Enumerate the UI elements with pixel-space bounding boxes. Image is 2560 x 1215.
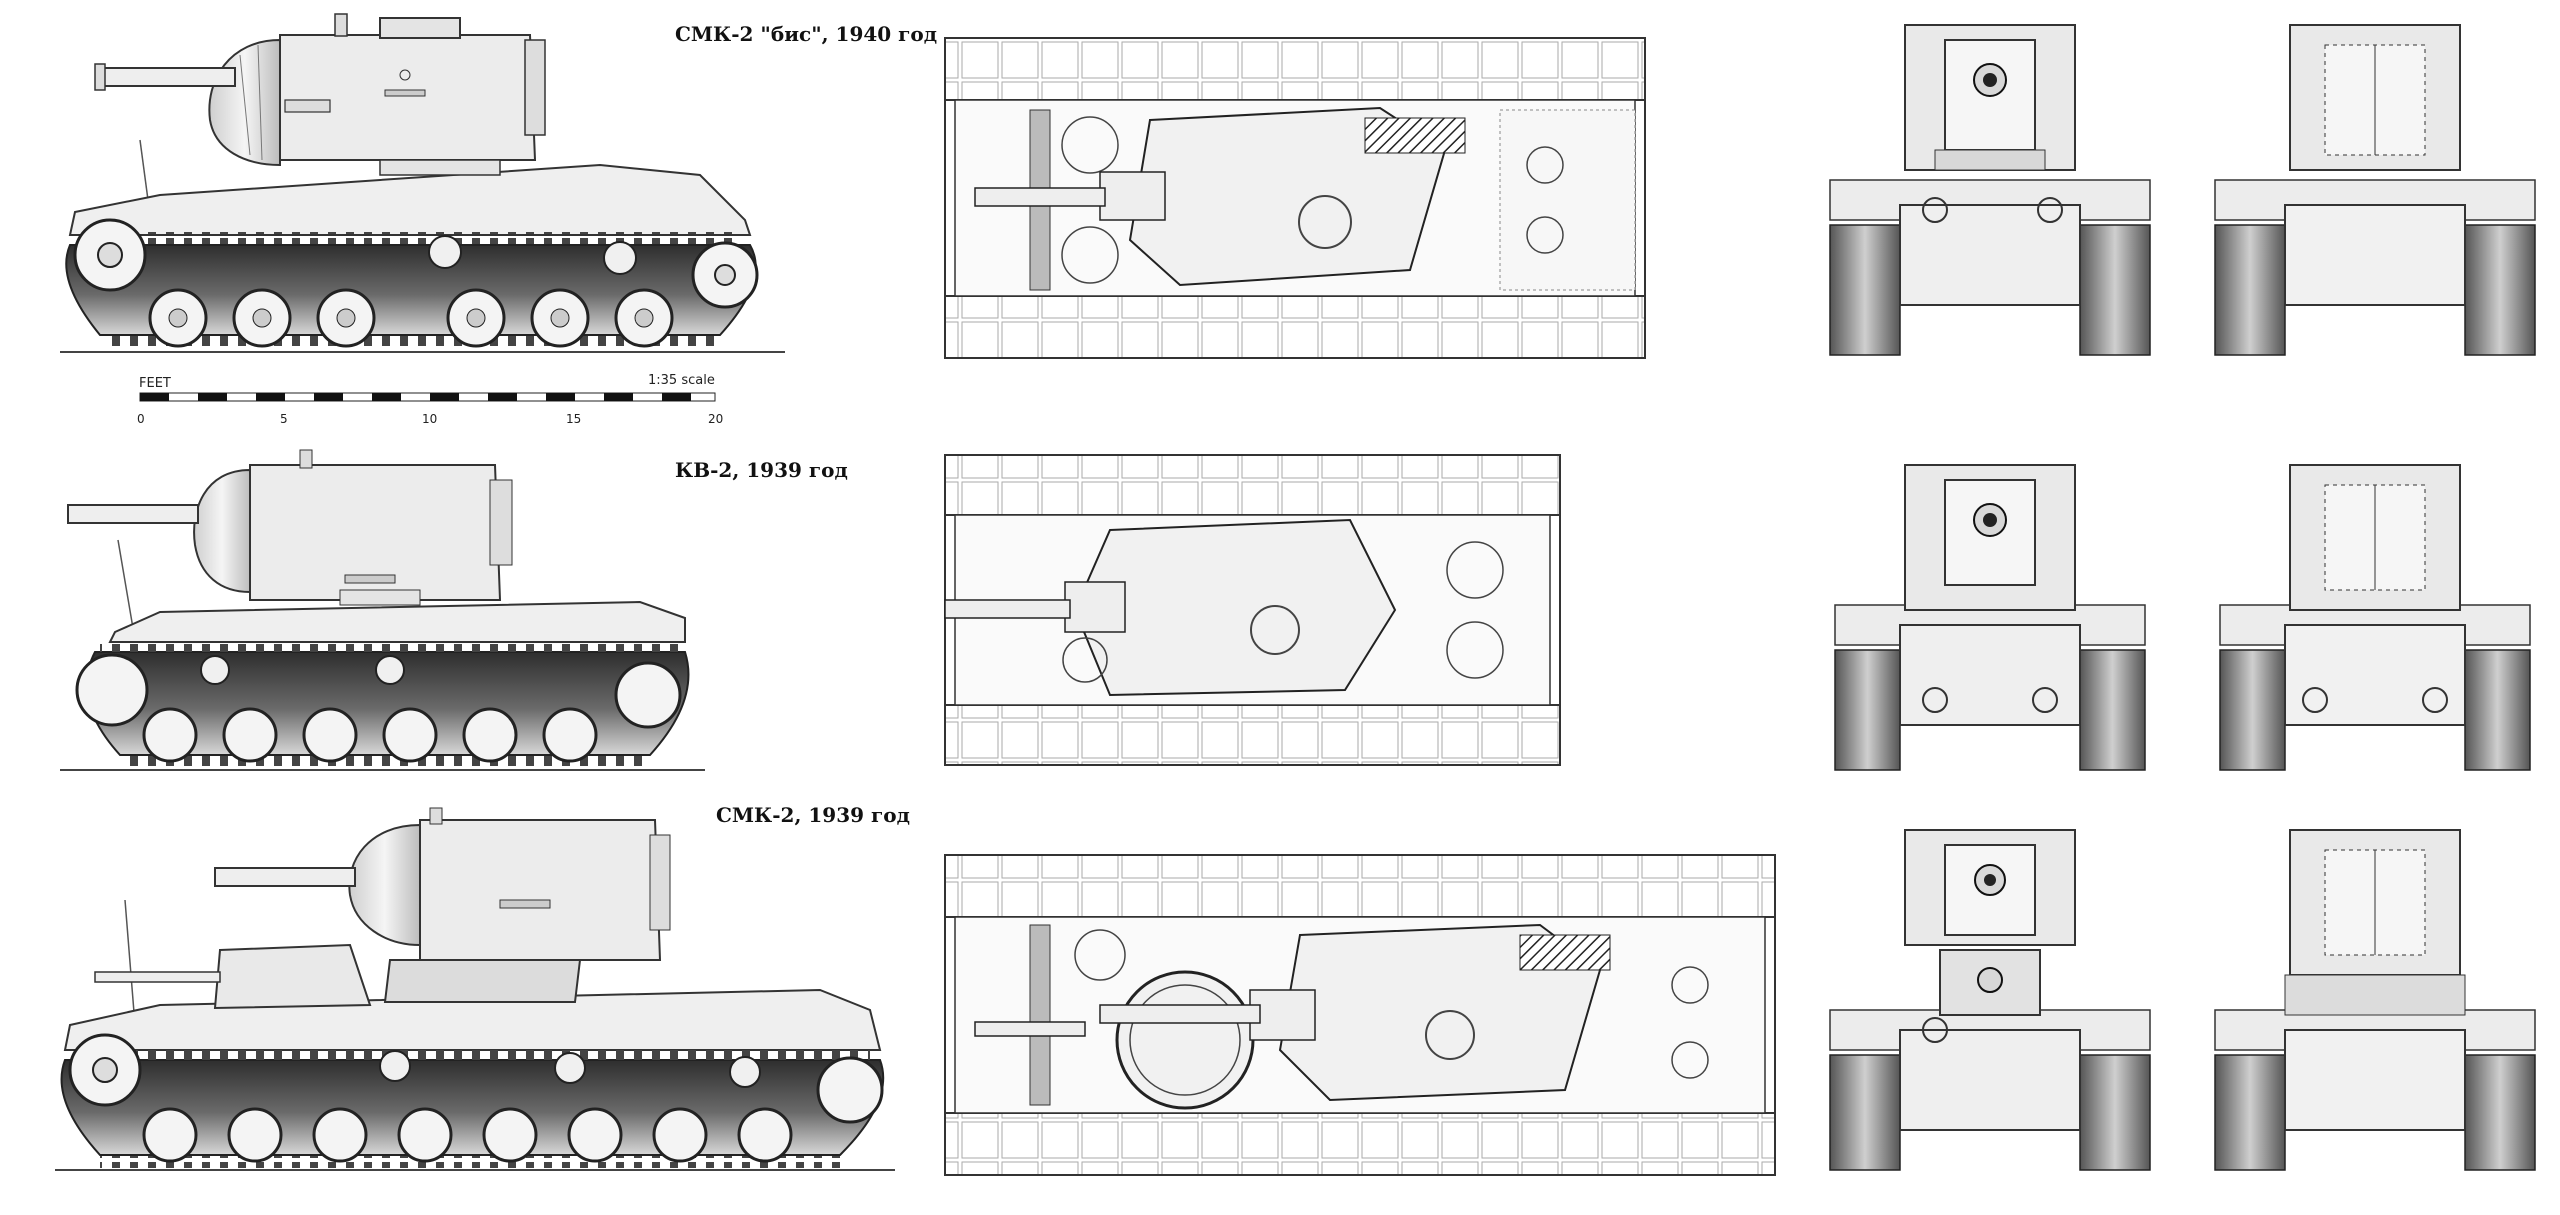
road-wheels — [142, 707, 598, 763]
front-view-smk2 — [1829, 829, 2151, 1171]
rear-view-smk2 — [2214, 829, 2536, 1171]
track-assembly — [60, 1033, 885, 1168]
scale-tick-label: 0 — [137, 412, 145, 426]
main-gun — [214, 867, 356, 887]
turret — [208, 13, 546, 176]
track-assembly — [65, 218, 759, 348]
caption-smk2: СМК-2, 1939 год — [716, 803, 910, 827]
scale-bar — [139, 392, 716, 402]
scale-tick-label: 15 — [566, 412, 582, 426]
rear-view-smk2-bis — [2214, 24, 2536, 356]
idler-wheel — [75, 653, 149, 727]
front-turret — [94, 943, 372, 1010]
front-view-kv2 — [1834, 464, 2146, 771]
main-gun — [67, 504, 199, 524]
scale-tick-label: 5 — [280, 412, 288, 426]
front-view-smk2-bis — [1829, 24, 2151, 356]
top-view-kv2 — [944, 454, 1561, 766]
scale-ratio-label: 1:35 scale — [648, 373, 715, 388]
turret — [348, 807, 671, 1003]
main-gun — [99, 67, 236, 87]
caption-smk2-bis: СМК-2 "бис", 1940 год — [675, 22, 938, 46]
side-view-smk2-bis — [60, 13, 785, 353]
upper-hull — [108, 600, 686, 643]
side-view-smk2 — [55, 807, 895, 1171]
front-turret-top — [1115, 970, 1255, 1110]
scale-tick-label: 20 — [708, 412, 724, 426]
track-assembly — [75, 640, 690, 768]
road-wheels — [148, 288, 674, 348]
caption-kv2: КВ-2, 1939 год — [675, 458, 848, 482]
top-view-smk2 — [944, 854, 1776, 1176]
scale-tick-label: 10 — [422, 412, 438, 426]
scale-unit-label: FEET — [139, 376, 171, 391]
turret — [193, 449, 513, 606]
drive-sprocket — [614, 661, 682, 729]
top-view-smk2-bis — [944, 37, 1646, 359]
drive-sprocket — [816, 1056, 884, 1124]
side-view-kv2 — [60, 449, 705, 771]
rear-view-kv2 — [2219, 464, 2531, 771]
road-wheels — [142, 1107, 793, 1163]
